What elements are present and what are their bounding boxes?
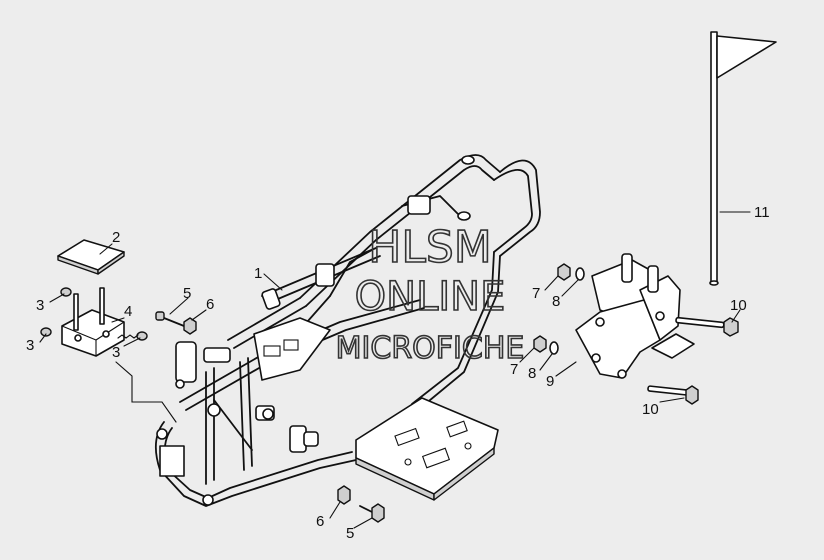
washer-8-lower <box>549 341 559 355</box>
callout-5-upper: 5 <box>183 285 191 302</box>
nut-6-lower <box>337 485 351 505</box>
bolt-5-upper <box>155 311 185 327</box>
spring-part <box>117 334 139 339</box>
callout-6-lower: 6 <box>316 513 324 530</box>
bolt-5-lower <box>359 503 385 523</box>
safety-flag <box>709 31 777 286</box>
leader-lines <box>39 211 751 529</box>
callout-9: 9 <box>546 373 554 390</box>
bolt-10-lower <box>647 385 699 405</box>
callout-11: 11 <box>754 204 770 221</box>
callout-10-lower: 10 <box>642 401 659 418</box>
washer-8-upper <box>575 267 585 281</box>
nut-7-lower <box>533 335 547 353</box>
bolt-3-left <box>40 327 52 337</box>
watermark-line-2: ONLINE <box>355 274 506 320</box>
watermark: HLSM ONLINE MICROFICHE <box>335 221 525 367</box>
main-frame <box>154 154 541 507</box>
nut-6-upper <box>183 317 197 335</box>
watermark-line-1: HLSM <box>368 222 492 273</box>
hitch-bracket <box>575 253 695 379</box>
foot-plate <box>355 397 499 501</box>
callout-10-upper: 10 <box>730 297 747 314</box>
callout-3-left: 3 <box>26 337 34 354</box>
callout-8-lower: 8 <box>528 365 536 382</box>
callout-8-upper: 8 <box>552 293 560 310</box>
callout-4: 4 <box>124 303 132 320</box>
callout-7-upper: 7 <box>532 285 540 302</box>
nut-7-upper <box>557 263 571 281</box>
watermark-line-3: MICROFICHE <box>336 331 525 366</box>
callout-7-lower: 7 <box>510 361 518 378</box>
bolt-10-upper <box>675 316 739 337</box>
callout-2: 2 <box>112 229 120 246</box>
callout-labels: 1 2 3 3 3 4 5 6 6 5 7 8 7 8 9 10 10 11 <box>26 204 770 542</box>
callout-6-upper: 6 <box>206 296 214 313</box>
callout-1: 1 <box>254 265 262 282</box>
callout-3-top: 3 <box>36 297 44 314</box>
mounting-bracket <box>61 287 125 357</box>
callout-3-right: 3 <box>112 344 120 361</box>
callout-5-lower: 5 <box>346 525 354 542</box>
